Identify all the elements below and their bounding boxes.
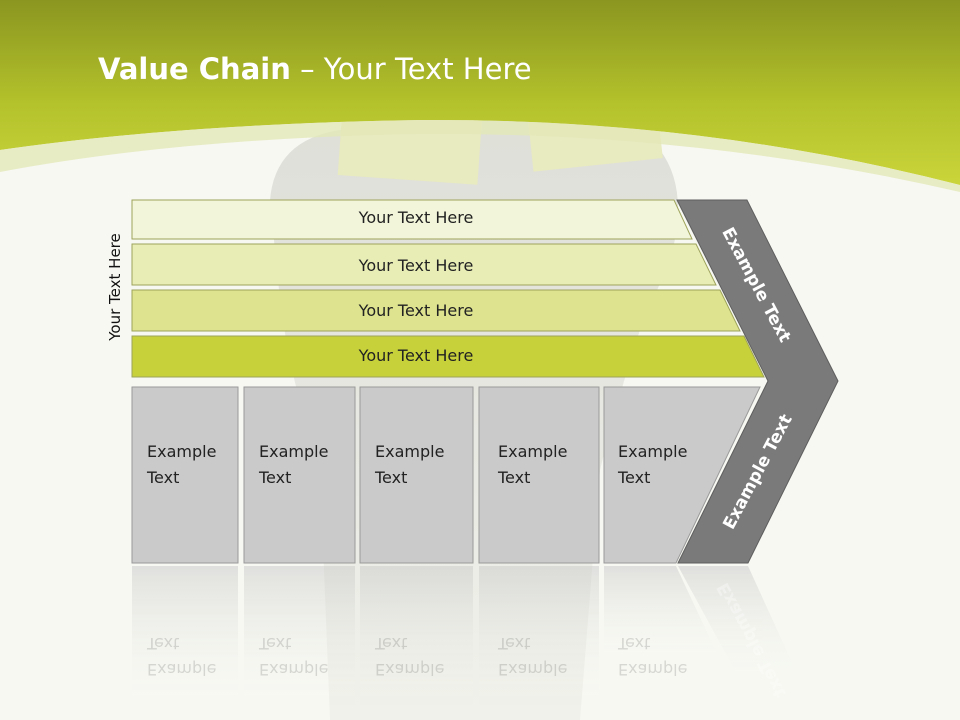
cell-label-4-line1: Example bbox=[498, 442, 568, 461]
reflection bbox=[132, 566, 800, 706]
bar-shape-3 bbox=[131, 289, 741, 332]
cell-shape-4 bbox=[478, 386, 600, 564]
title-bold: Value Chain bbox=[98, 52, 291, 86]
cell-label-5-line2: Text bbox=[618, 468, 651, 487]
cell-label-4-line2: Text bbox=[498, 468, 531, 487]
chevron-shape bbox=[676, 199, 839, 564]
header-band bbox=[0, 0, 960, 185]
cell-label-1-line1: Example bbox=[147, 442, 217, 461]
cell-shape-2 bbox=[243, 386, 356, 564]
cell-label-3-line2: Text bbox=[375, 468, 408, 487]
title-rest: – Your Text Here bbox=[290, 52, 532, 86]
cell-label-5-line1: Example bbox=[618, 442, 688, 461]
bar-shape-4 bbox=[131, 335, 765, 378]
cell-label-2-line1: Example bbox=[259, 442, 329, 461]
bar-label-1: Your Text Here bbox=[358, 208, 474, 227]
cell-shape-3 bbox=[359, 386, 474, 564]
side-label: Your Text Here bbox=[106, 233, 124, 341]
bar-shape-1 bbox=[131, 199, 693, 240]
cell-shape-1 bbox=[131, 386, 239, 564]
cell-shape-5 bbox=[603, 386, 761, 564]
cell-label-1-line2: Text bbox=[147, 468, 180, 487]
bar-label-4: Your Text Here bbox=[358, 346, 474, 365]
cell-label-2-line2: Text bbox=[259, 468, 292, 487]
bar-shape-2 bbox=[131, 243, 717, 286]
cell-label-3-line1: Example bbox=[375, 442, 445, 461]
header-swoosh bbox=[0, 119, 960, 192]
page-title: Value Chain – Your Text Here bbox=[98, 52, 532, 86]
bar-label-3: Your Text Here bbox=[358, 301, 474, 320]
bar-label-2: Your Text Here bbox=[358, 256, 474, 275]
